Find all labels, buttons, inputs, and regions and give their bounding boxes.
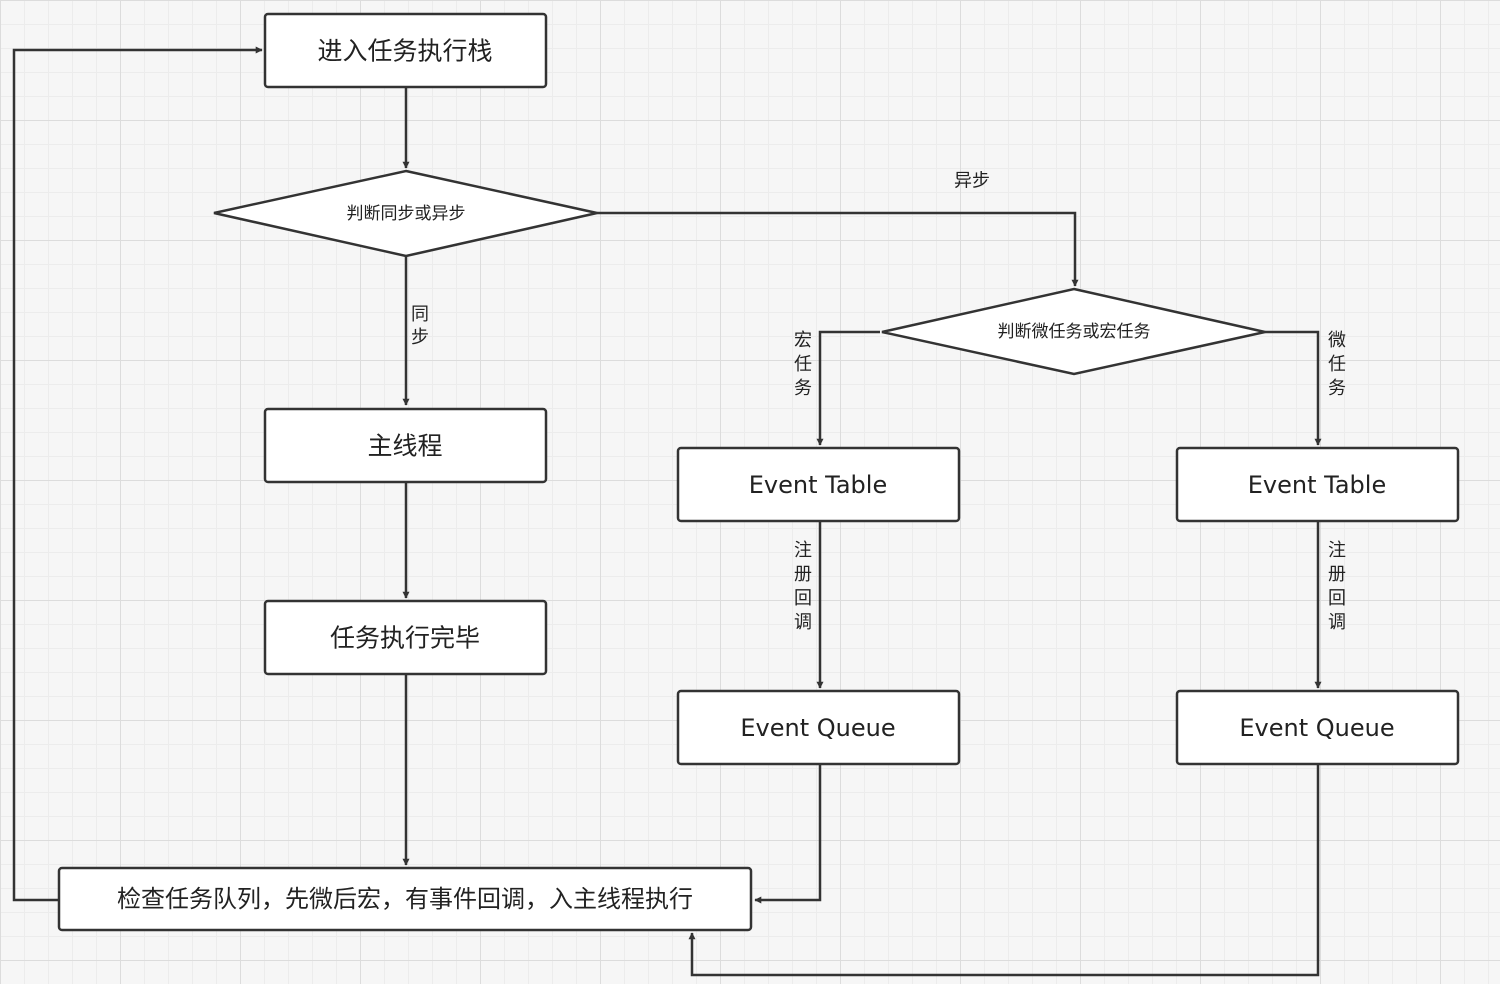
node-decide-sync-async [213, 169, 598, 258]
node-enter-stack [263, 12, 548, 89]
node-macro-event-queue-label: Event Queue [740, 714, 895, 742]
node-check-queue [57, 866, 753, 932]
edge-micro-queue-to-check [688, 765, 1320, 977]
node-enter-stack-label: 进入任务执行栈 [317, 37, 492, 66]
node-decide-sync-async-label: 判断同步或异步 [347, 204, 466, 224]
edge-check-loop-back [12, 46, 263, 902]
node-task-done-label: 任务执行完毕 [330, 624, 480, 653]
edge-micro-to-event-table [1265, 330, 1322, 446]
edge-async-to-decide-micro-macro [597, 211, 1079, 287]
node-main-thread [263, 407, 548, 484]
node-micro-event-table [1175, 446, 1460, 523]
edge-label-macro-task: 宏任务 [794, 330, 812, 399]
node-check-queue-label: 检查任务队列，先微后宏，有事件回调，入主线程执行 [117, 885, 693, 913]
edge-label-micro-task: 微任务 [1328, 330, 1346, 399]
node-micro-event-table-label: Event Table [1248, 471, 1386, 499]
node-task-done [263, 599, 548, 676]
node-decide-micro-macro [881, 287, 1266, 376]
node-decide-micro-macro-label: 判断微任务或宏任务 [998, 322, 1151, 342]
node-micro-event-queue [1175, 689, 1460, 766]
edge-label-sync: 同步 [411, 304, 429, 348]
edge-macro-queue-to-check [754, 765, 822, 904]
edge-macro-to-event-table [816, 330, 880, 446]
node-main-thread-label: 主线程 [367, 432, 442, 461]
edge-label-register-callback-micro: 注册回调 [1328, 540, 1346, 633]
node-micro-event-queue-label: Event Queue [1239, 714, 1394, 742]
node-macro-event-queue [676, 689, 961, 766]
edge-label-async: 异步 [954, 171, 990, 192]
node-macro-event-table [676, 446, 961, 523]
edge-label-register-callback-macro: 注册回调 [794, 540, 812, 633]
node-macro-event-table-label: Event Table [749, 471, 887, 499]
